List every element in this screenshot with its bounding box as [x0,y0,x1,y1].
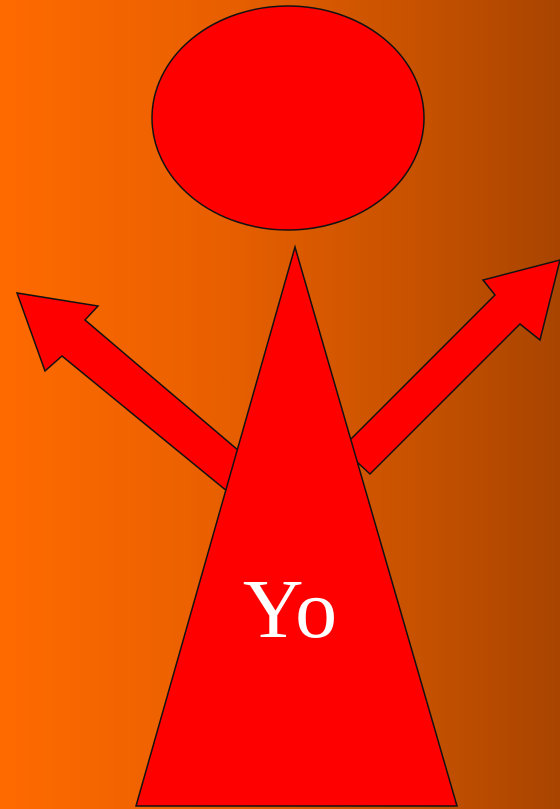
left-arm-arrow [17,293,252,492]
right-arm-arrow [342,260,560,474]
body-label: Yo [243,563,337,656]
head-circle [152,6,424,230]
body-triangle [136,247,457,806]
